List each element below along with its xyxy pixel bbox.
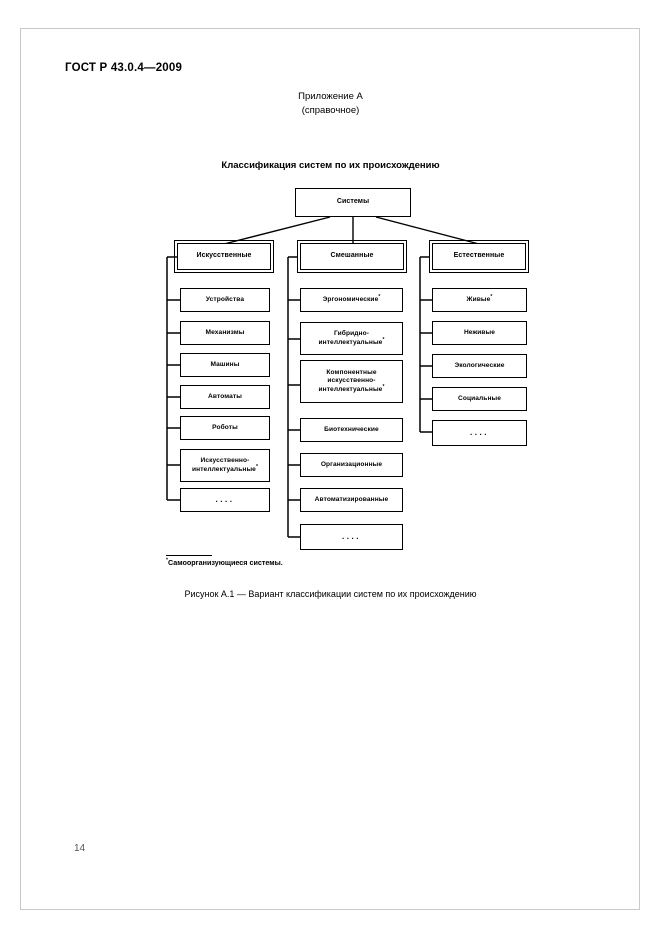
diagram-node-artificial-intelligent: Искусственно- интеллектуальные*	[180, 449, 270, 482]
diagram-node-ellipsis-mixed: ....	[300, 524, 403, 550]
diagram-node-root: Системы	[295, 188, 411, 217]
footnote-star-icon: *	[490, 293, 493, 300]
diagram-node-automatons: Автоматы	[180, 385, 270, 409]
diagram-node-social: Социальные	[432, 387, 527, 411]
page-number: 14	[74, 843, 86, 854]
diagram-node-devices: Устройства	[180, 288, 270, 312]
diagram-node-hybrid-intelligent: Гибридно- интеллектуальные*	[300, 322, 403, 355]
diagram-node-biotechnical: Биотехнические	[300, 418, 403, 442]
page-frame	[20, 28, 640, 910]
standard-header: ГОСТ Р 43.0.4—2009	[65, 62, 183, 74]
diagram-node-ecological: Экологические	[432, 354, 527, 378]
node-line-2: интеллектуальные	[191, 465, 256, 473]
diagram-node-ellipsis-artificial: ....	[180, 488, 270, 512]
node-label: Живые	[466, 295, 491, 303]
figure-title: Классификация систем по их происхождению	[221, 160, 440, 171]
node-label: Эргономические	[322, 295, 379, 303]
node-line-2: интеллектуальные	[318, 338, 383, 346]
diagram-node-machines: Машины	[180, 353, 270, 377]
diagram-node-component-artificial-intelligent: Компонентные искусственно- интеллектуаль…	[300, 360, 403, 403]
footnote-text: Самоорганизующиеся системы.	[167, 558, 283, 567]
node-line-3: интеллектуальные	[318, 385, 383, 393]
footnote-star-icon: *	[382, 336, 385, 343]
footnote-star-icon: *	[166, 557, 168, 564]
figure-caption: Рисунок А.1 — Вариант классификации сист…	[184, 589, 477, 599]
footnote-star-icon: *	[255, 463, 258, 470]
diagram-node-organizational: Организационные	[300, 453, 403, 477]
node-line-1: Компонентные	[326, 368, 377, 376]
diagram-node-natural: Естественные	[429, 240, 529, 273]
diagram-node-living: Живые*	[432, 288, 527, 312]
diagram-node-artificial: Искусственные	[174, 240, 274, 273]
node-line-2: искусственно-	[327, 377, 376, 385]
diagram-node-ellipsis-natural: ....	[432, 420, 527, 446]
footnote: *Самоорганизующиеся системы.	[166, 558, 283, 567]
footnote-star-icon: *	[382, 383, 385, 390]
footnote-star-icon: *	[378, 293, 381, 300]
appendix-label: Приложение А	[298, 91, 363, 102]
diagram-node-mixed: Смешанные	[297, 240, 407, 273]
node-line-1: Гибридно-	[333, 329, 370, 337]
diagram-node-nonliving: Неживые	[432, 321, 527, 345]
diagram-node-automated: Автоматизированные	[300, 488, 403, 512]
appendix-block: Приложение А (справочное)	[0, 90, 661, 118]
diagram-node-ergonomic: Эргономические*	[300, 288, 403, 312]
diagram-node-robots: Роботы	[180, 416, 270, 440]
appendix-kind: (справочное)	[301, 105, 360, 116]
footnote-divider	[166, 555, 212, 556]
node-line-1: Искусственно-	[200, 456, 250, 464]
diagram-node-mechanisms: Механизмы	[180, 321, 270, 345]
